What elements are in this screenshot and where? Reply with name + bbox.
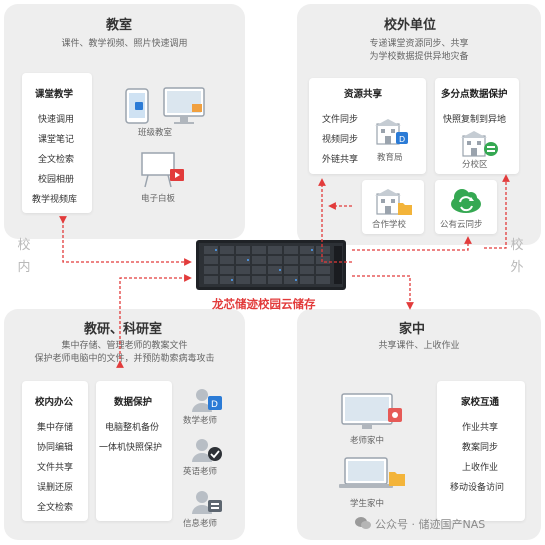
campus-office-item: 集中存储 [37,423,74,433]
center-label: 龙芯储迹校园云储存 [212,297,316,311]
classroom-item: 校园相册 [38,175,75,185]
watermark: 公众号 · 储迹国产NAS [375,518,486,531]
campus-office-card [22,381,88,521]
it-teacher-icon [192,491,222,514]
cloud-sync-icon [451,189,481,213]
campus-office-item: 误删还原 [37,483,74,493]
branch-campus-icon [461,131,498,157]
student-home-label: 学生家中 [350,499,385,509]
multi-site-protect-title: 多分点数据保护 [441,89,508,100]
education-bureau-icon: D [375,119,408,145]
arrow-branch [484,174,510,249]
wechat-icon [355,517,371,529]
data-protect-item: 电脑整机备份 [105,423,160,433]
teacher-label: 英语老师 [183,467,218,477]
math-teacher-icon: D [192,389,222,412]
classroom-title: 教室 [106,18,133,33]
svg-text:D: D [211,400,218,410]
resource-share-item: 视频同步 [322,135,359,145]
home-title: 家中 [399,322,426,337]
arrow-cloud [352,236,472,251]
home-subtitle: 共享课件、上收作业 [378,341,460,351]
resource-share-item: 文件同步 [322,115,359,125]
offsite-subtitle-2: 为学校数据提供异地灾备 [369,52,469,62]
public-cloud-label: 公有云同步 [440,220,483,230]
partner-school-label: 合作学校 [372,220,407,230]
data-protect-card [96,381,172,521]
side-label-left-1: 校 [17,238,31,253]
home-school-title: 家校互通 [461,397,500,408]
side-label-right-1: 校 [510,238,524,253]
arrow-server-home [352,275,414,310]
classroom-item: 教学视频库 [32,195,78,205]
home-school-card [437,381,525,521]
multi-site-protect-item: 快照复制到异地 [443,115,507,125]
arrow-research-server [116,274,192,368]
home-school-item: 移动设备访问 [450,483,505,493]
home-school-item: 上收作业 [462,463,499,473]
arrow-server-share [318,178,352,263]
whiteboard-label: 电子白板 [141,194,176,204]
classroom-item: 课堂笔记 [38,135,75,145]
nas-server-icon [196,240,346,290]
side-label-left-2: 内 [17,260,31,275]
arrow-classroom-server [59,216,192,266]
english-teacher-icon [192,439,222,462]
home-school-item: 教案同步 [462,443,499,453]
whiteboard-icon [141,152,184,188]
partner-school-icon [375,189,412,215]
classroom-device-label: 班级教室 [138,128,173,138]
classroom-item: 全文检索 [38,155,75,165]
offsite-subtitle-1: 专递课堂资源同步、共享 [369,39,469,49]
teacher-label: 数学老师 [183,416,218,426]
data-protect-item: 一体机快照保护 [99,443,163,453]
classroom-card-title: 课堂教学 [35,89,74,100]
campus-office-item: 全文检索 [37,503,74,513]
teacher-home-monitor-icon [341,393,402,429]
campus-office-item: 协同编辑 [37,443,74,453]
resource-share-title: 资源共享 [344,89,383,100]
classroom-item: 快速调用 [38,115,75,125]
branch-campus-label: 分校区 [462,160,488,170]
teacher-label: 信息老师 [183,519,218,529]
side-label-right-2: 外 [510,260,524,275]
classroom-devices-icon [125,87,205,124]
svg-text:D: D [399,135,405,144]
student-home-laptop-icon [339,457,405,488]
campus-office-title: 校内办公 [35,397,74,408]
resource-share-card [309,78,426,174]
multi-site-protect-card [435,78,519,174]
resource-share-item: 外链共享 [322,155,359,165]
classroom-subtitle: 课件、教学视频、照片快速调用 [61,39,188,49]
teacher-home-label: 老师家中 [350,436,385,446]
offsite-title: 校外单位 [384,18,437,33]
classroom-card [22,73,92,213]
home-school-item: 作业共享 [462,423,499,433]
education-bureau-label: 教育局 [377,153,403,163]
data-protect-title: 数据保护 [114,397,153,408]
campus-office-item: 文件共享 [37,463,74,473]
